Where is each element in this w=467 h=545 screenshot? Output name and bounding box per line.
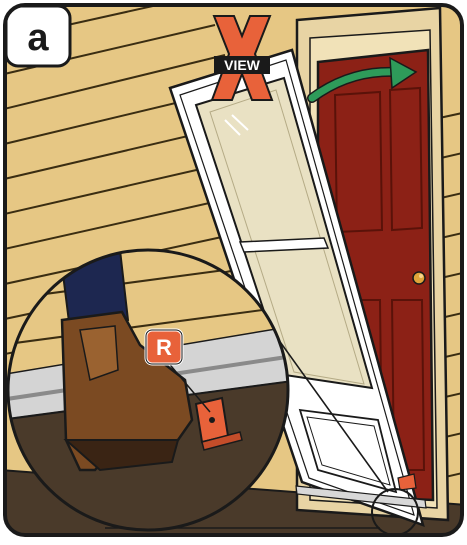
door-knob [413,272,425,284]
part-tag-r-text: R [156,335,172,360]
view-text: VIEW [224,57,261,73]
panel-label: a [6,6,70,66]
panel-label-text: a [27,17,49,59]
part-tag-r: R [146,330,182,364]
